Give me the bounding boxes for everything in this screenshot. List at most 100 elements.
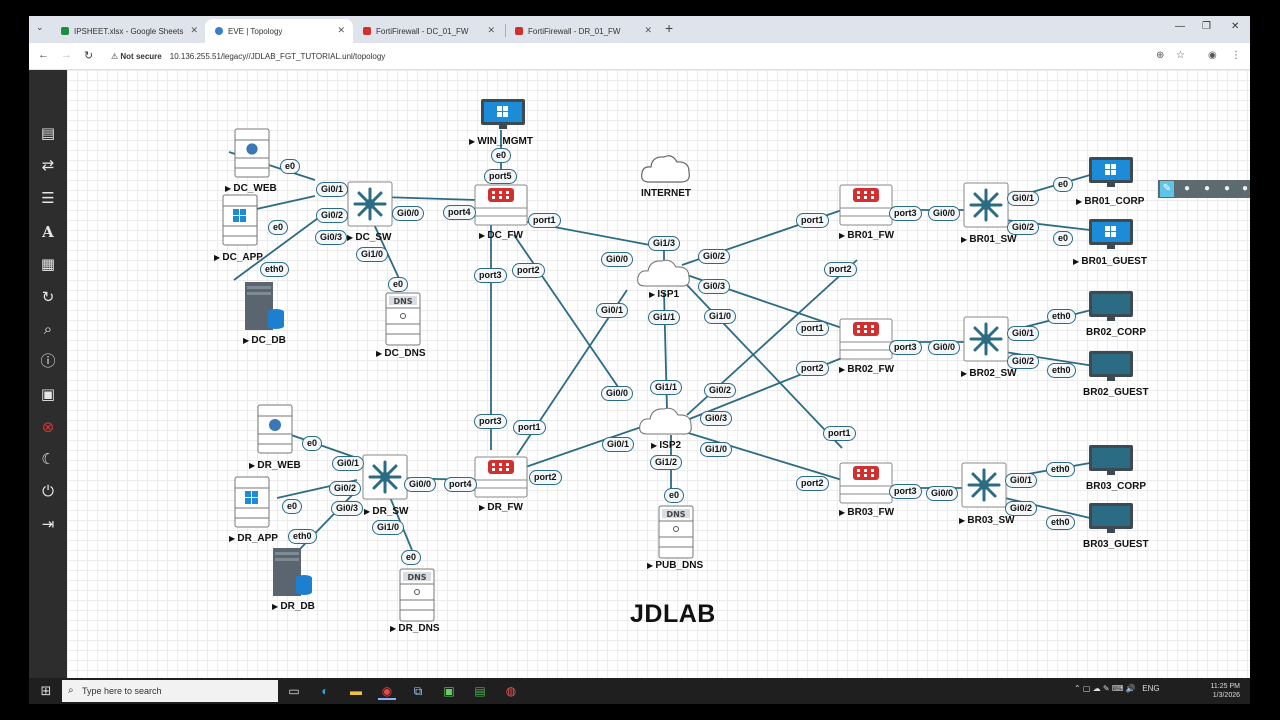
url-field[interactable]: ⚠ Not secure 10.136.255.51/legacy//JDLAB… — [105, 46, 1215, 67]
node-br02-switch[interactable] — [963, 316, 1009, 367]
marker-icon[interactable]: ● — [1223, 183, 1231, 194]
node-br03-firewall[interactable] — [839, 462, 893, 509]
task-view-icon[interactable]: ▭ — [288, 684, 300, 698]
node-dr-db[interactable] — [271, 546, 315, 605]
url-text: 10.136.255.51/legacy//JDLAB_FGT_TUTORIAL… — [169, 52, 386, 61]
logout-icon[interactable]: ⇥ — [41, 516, 55, 533]
not-secure-badge[interactable]: ⚠ Not secure — [111, 52, 162, 61]
clock[interactable]: 11:25 PM 1/3/2026 — [1211, 682, 1240, 700]
node-br03-guest[interactable] — [1087, 502, 1135, 539]
info-icon[interactable]: ⓘ — [40, 353, 56, 370]
node-pub-dns[interactable]: DNS — [658, 505, 694, 564]
tab-dr-firewall[interactable]: FortiFirewall - DR_01_FW ✕ — [505, 19, 660, 43]
windows-start-icon[interactable]: ⊞ — [40, 683, 52, 698]
node-isp2[interactable] — [637, 404, 695, 443]
add-node-icon[interactable]: ▤ — [40, 125, 56, 142]
system-tray-icons[interactable]: ⌃ ▢ ☁ ✎ ⌨ 🔊 ENG — [1074, 684, 1160, 693]
node-dc-dns[interactable]: DNS — [385, 292, 421, 351]
dns-server-icon: DNS — [399, 568, 435, 622]
stop-icon[interactable]: ⊗ — [41, 419, 55, 436]
port-label: Gi1/0 — [700, 442, 733, 457]
node-label: BR01_GUEST — [1073, 256, 1147, 267]
port-label: Gi0/2 — [1005, 501, 1038, 516]
new-tab-button[interactable]: + — [665, 20, 674, 36]
tab-search-icon[interactable]: ⌄ — [36, 22, 44, 32]
tab-dc-firewall[interactable]: FortiFirewall - DC_01_FW ✕ — [353, 19, 503, 43]
close-tab-icon[interactable]: ✕ — [644, 25, 652, 35]
node-br03-switch[interactable] — [961, 462, 1007, 513]
node-br02-corp[interactable] — [1087, 290, 1135, 327]
file-explorer-icon[interactable]: ▬ — [350, 684, 362, 698]
node-label: BR03_SW — [959, 515, 1014, 526]
dark-mode-icon[interactable]: ☾ — [41, 451, 55, 468]
node-dr-dns[interactable]: DNS — [399, 568, 435, 627]
monitor-off-icon — [1089, 351, 1133, 381]
port-label: Gi0/0 — [926, 486, 959, 501]
node-dc-db[interactable] — [243, 280, 287, 339]
restore-icon[interactable]: ❐ — [1202, 21, 1211, 32]
forward-arrow-icon[interactable]: → — [61, 49, 72, 61]
back-arrow-icon[interactable]: ← — [38, 49, 49, 61]
close-window-icon[interactable]: ✕ — [1231, 21, 1240, 32]
menu-kebab-icon[interactable]: ⋮ — [1231, 50, 1241, 61]
list-icon[interactable]: ☰ — [41, 190, 55, 207]
profile-icon[interactable]: ◉ — [1208, 50, 1217, 61]
text-icon[interactable]: A — [42, 223, 54, 241]
marker-icon[interactable]: ● — [1183, 183, 1191, 194]
connections-icon[interactable]: ⇄ — [41, 157, 55, 174]
language-indicator[interactable]: ENG — [1142, 684, 1160, 693]
node-dc-switch[interactable] — [347, 181, 393, 232]
tab-separator — [505, 24, 506, 37]
sheets-app-icon[interactable]: ▤ — [474, 684, 486, 698]
switch-icon — [347, 181, 393, 227]
node-br01-firewall[interactable] — [839, 184, 893, 231]
refresh-icon[interactable]: ↻ — [41, 289, 55, 306]
node-dr-firewall[interactable] — [474, 456, 528, 503]
zoom-icon[interactable]: ⊕ — [1156, 50, 1165, 61]
power-icon[interactable]: ⏻ — [42, 483, 54, 500]
chrome-icon[interactable]: ◉ — [378, 682, 396, 700]
windows-monitor-icon — [1089, 157, 1133, 187]
address-bar: ← → ↻ ⚠ Not secure 10.136.255.51/legacy/… — [29, 43, 1250, 70]
recorder-icon[interactable]: ◍ — [505, 684, 517, 698]
node-dr-app[interactable] — [234, 476, 270, 533]
topology-canvas[interactable]: WIN_MGMT INTERNET DC_WEB — [67, 70, 1250, 678]
node-br02-guest[interactable] — [1087, 350, 1135, 387]
pen-icon[interactable]: ✎ — [1160, 181, 1174, 197]
node-br01-switch[interactable] — [963, 182, 1009, 233]
zoom-icon[interactable]: ⌕ — [43, 321, 53, 338]
close-tab-icon[interactable]: ✕ — [190, 25, 198, 35]
marker-icon[interactable]: ● — [1241, 183, 1249, 194]
monitor-off-icon — [1089, 291, 1133, 321]
reload-icon[interactable]: ↻ — [84, 50, 94, 62]
bookmark-star-icon[interactable]: ☆ — [1176, 50, 1185, 61]
network-app-icon[interactable]: ⧉ — [413, 684, 423, 698]
node-dc-web[interactable] — [234, 128, 270, 183]
edge-icon[interactable]: ◐ — [321, 684, 329, 698]
node-isp1[interactable] — [635, 256, 693, 295]
port-label: port2 — [796, 361, 829, 376]
taskbar-search-box[interactable]: ⌕ Type here to search — [62, 680, 278, 702]
node-internet[interactable] — [639, 150, 693, 191]
port-label: Gi0/3 — [698, 279, 731, 294]
minimize-icon[interactable]: — — [1175, 21, 1185, 32]
node-dr-switch[interactable] — [362, 454, 408, 505]
switch-icon — [961, 462, 1007, 508]
marker-icon[interactable]: ● — [1203, 183, 1211, 194]
tab-eve-topology[interactable]: EVE | Topology ✕ — [205, 19, 353, 43]
tab-ipsheet[interactable]: IPSHEET.xlsx - Google Sheets ✕ — [51, 19, 206, 43]
node-br01-guest[interactable] — [1087, 218, 1135, 255]
close-tab-icon[interactable]: ✕ — [337, 25, 345, 35]
notes-icon[interactable]: ▣ — [40, 386, 56, 403]
app-icon[interactable]: ▣ — [443, 684, 455, 698]
grid-icon[interactable]: ▦ — [40, 256, 56, 273]
node-br03-corp[interactable] — [1087, 444, 1135, 481]
tab-label: FortiFirewall - DC_01_FW — [376, 26, 469, 36]
node-br01-corp[interactable] — [1087, 156, 1135, 193]
node-dc-firewall[interactable] — [474, 184, 528, 231]
node-br02-firewall[interactable] — [839, 318, 893, 365]
node-dc-app[interactable] — [222, 194, 258, 251]
close-tab-icon[interactable]: ✕ — [487, 25, 495, 35]
node-win-mgmt[interactable] — [479, 98, 527, 135]
node-dr-web[interactable] — [257, 404, 293, 459]
